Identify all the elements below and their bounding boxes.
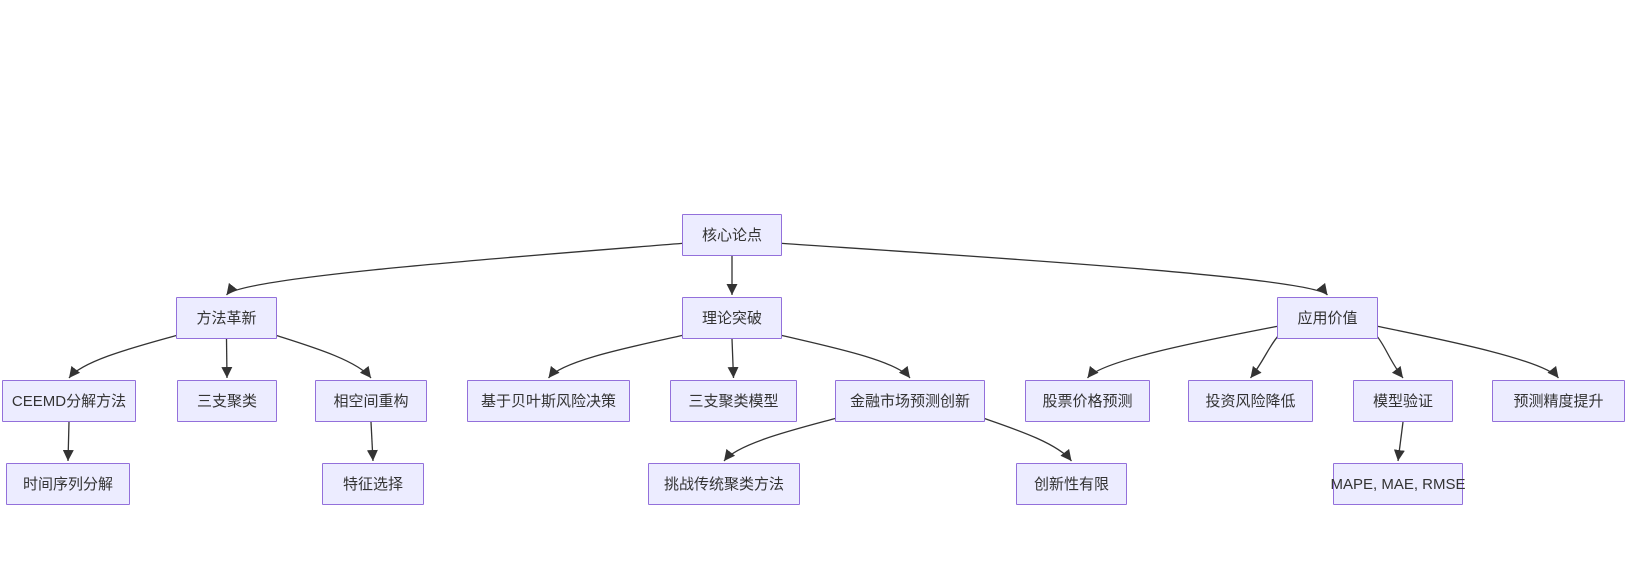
node-limited: 创新性有限 — [1016, 463, 1127, 505]
edge-method-ceemd — [68, 334, 179, 379]
edge-core-method — [225, 242, 683, 296]
edge-theory-bayes — [547, 334, 685, 379]
node-feature: 特征选择 — [322, 463, 424, 505]
node-twmodel: 三支聚类模型 — [670, 380, 797, 422]
node-risk: 投资风险降低 — [1188, 380, 1313, 422]
node-application: 应用价值 — [1277, 297, 1378, 339]
node-stock: 股票价格预测 — [1025, 380, 1150, 422]
node-theory: 理论突破 — [682, 297, 782, 339]
node-metrics: MAPE, MAE, RMSE — [1330, 463, 1466, 505]
node-challenge: 挑战传统聚类方法 — [648, 463, 800, 505]
edge-finance-limited — [982, 417, 1073, 462]
node-accuracy: 预测精度提升 — [1492, 380, 1625, 422]
edge-validation-metrics — [1393, 421, 1405, 462]
edge-core-application — [781, 242, 1329, 296]
edge-application-risk — [1249, 334, 1280, 379]
edge-phase-feature — [366, 421, 378, 462]
node-tsdecomp: 时间序列分解 — [6, 463, 130, 505]
node-finance: 金融市场预测创新 — [835, 380, 985, 422]
node-validation: 模型验证 — [1353, 380, 1453, 422]
node-method: 方法革新 — [176, 297, 277, 339]
node-bayes: 基于贝叶斯风险决策 — [467, 380, 630, 422]
edge-application-stock — [1086, 325, 1278, 379]
edge-finance-challenge — [723, 417, 838, 462]
edge-theory-twmodel — [727, 338, 739, 379]
edge-application-accuracy — [1377, 325, 1560, 379]
node-ceemd: CEEMD分解方法 — [2, 380, 136, 422]
edge-application-validation — [1375, 334, 1404, 379]
node-core: 核心论点 — [682, 214, 782, 256]
edge-method-threeway — [221, 338, 233, 379]
edge-method-phase — [274, 334, 372, 379]
node-phase: 相空间重构 — [315, 380, 427, 422]
node-threeway: 三支聚类 — [177, 380, 277, 422]
edge-theory-finance — [779, 334, 911, 379]
edge-ceemd-tsdecomp — [62, 421, 74, 462]
